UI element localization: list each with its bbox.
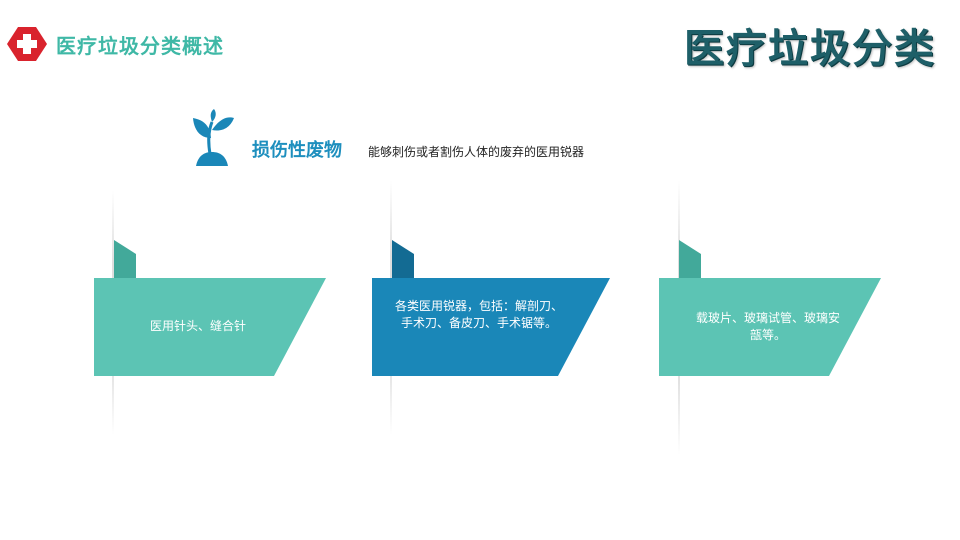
category-title: 损伤性废物 (252, 140, 342, 161)
brand-title: 医疗垃圾分类 (684, 26, 936, 72)
card-shape (372, 240, 610, 376)
card-text: 医用针头、缝合针 (149, 319, 246, 333)
category-description: 能够刺伤或者割伤人体的废弃的医用锐器 (368, 145, 585, 159)
card-glassware: 载玻片、玻璃试管、玻璃安瓿等。 (659, 240, 899, 380)
card-needles: 医用针头、缝合针 (94, 240, 334, 380)
medical-cross-logo-icon (7, 27, 47, 61)
card-shape (94, 240, 326, 376)
header-title: 医疗垃圾分类概述 (56, 34, 224, 58)
card-text: 载玻片、玻璃试管、玻璃安瓿等。 (695, 311, 840, 342)
card-text: 各类医用锐器，包括：解剖刀、手术刀、备皮刀、手术锯等。 (394, 299, 563, 330)
card-sharp-instruments: 各类医用锐器，包括：解剖刀、手术刀、备皮刀、手术锯等。 (372, 240, 612, 380)
card-shape (659, 240, 881, 376)
sprout-icon (193, 109, 234, 166)
